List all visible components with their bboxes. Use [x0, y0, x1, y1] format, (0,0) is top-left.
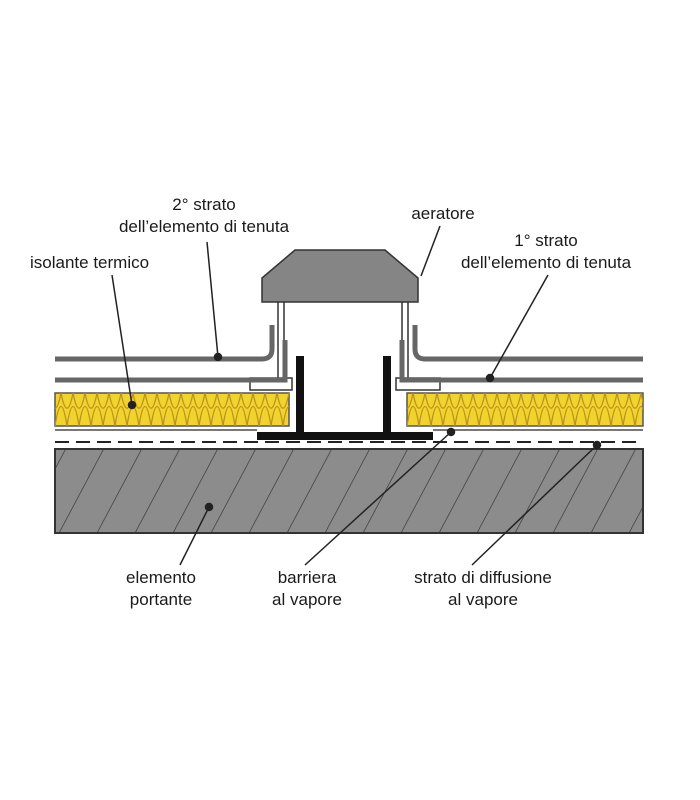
leader-dot-vapor-barrier [446, 427, 456, 437]
leader-second-layer [206, 241, 219, 358]
leader-diffusion-layer [471, 444, 598, 566]
insulation-wave-texture [55, 393, 289, 409]
label-diffusion-layer-line2: al vapore [448, 590, 518, 609]
leader-vapor-barrier [304, 431, 452, 566]
leader-insulation [111, 274, 133, 406]
label-second-layer-line1: 2° strato [172, 195, 236, 214]
aerator-cap [261, 249, 419, 303]
label-first-layer-line2: dell’elemento di tenuta [461, 253, 632, 272]
first-sealing-layer-right [399, 340, 643, 383]
insulation-wave-texture [407, 405, 643, 426]
vapor-barrier-upright-right [383, 356, 391, 436]
leader-bearing-element [179, 506, 210, 566]
vapor-barrier-plate [257, 432, 433, 440]
label-insulation: isolante termico [30, 253, 149, 272]
label-aerator: aeratore [411, 204, 474, 223]
leader-aerator [420, 225, 441, 277]
second-sealing-layer-left [55, 325, 275, 362]
first-sealing-layer-left [55, 340, 288, 383]
leader-dot-diffusion-layer [592, 440, 602, 450]
insulation-wave-texture [407, 393, 643, 409]
leader-dot-second-layer [213, 352, 223, 362]
leader-first-layer [489, 274, 549, 379]
label-bearing-element-line1: elemento [126, 568, 196, 587]
label-second-layer-line2: dell’elemento di tenuta [119, 217, 290, 236]
label-first-layer-line1: 1° strato [514, 231, 578, 250]
label-vapor-barrier-line2: al vapore [272, 590, 342, 609]
leader-dot-insulation [127, 400, 137, 410]
bearing-element-slab [54, 448, 644, 534]
leader-dot-bearing-element [204, 502, 214, 512]
second-sealing-layer-right [412, 325, 643, 362]
leader-dot-first-layer [485, 373, 495, 383]
vapor-barrier-upright-left [296, 356, 304, 436]
thermal-insulation-right [406, 392, 644, 427]
label-bearing-element-line2: portante [130, 590, 192, 609]
thermal-insulation-left [54, 392, 290, 427]
label-diffusion-layer-line1: strato di diffusione [414, 568, 552, 587]
label-vapor-barrier-line1: barriera [278, 568, 337, 587]
